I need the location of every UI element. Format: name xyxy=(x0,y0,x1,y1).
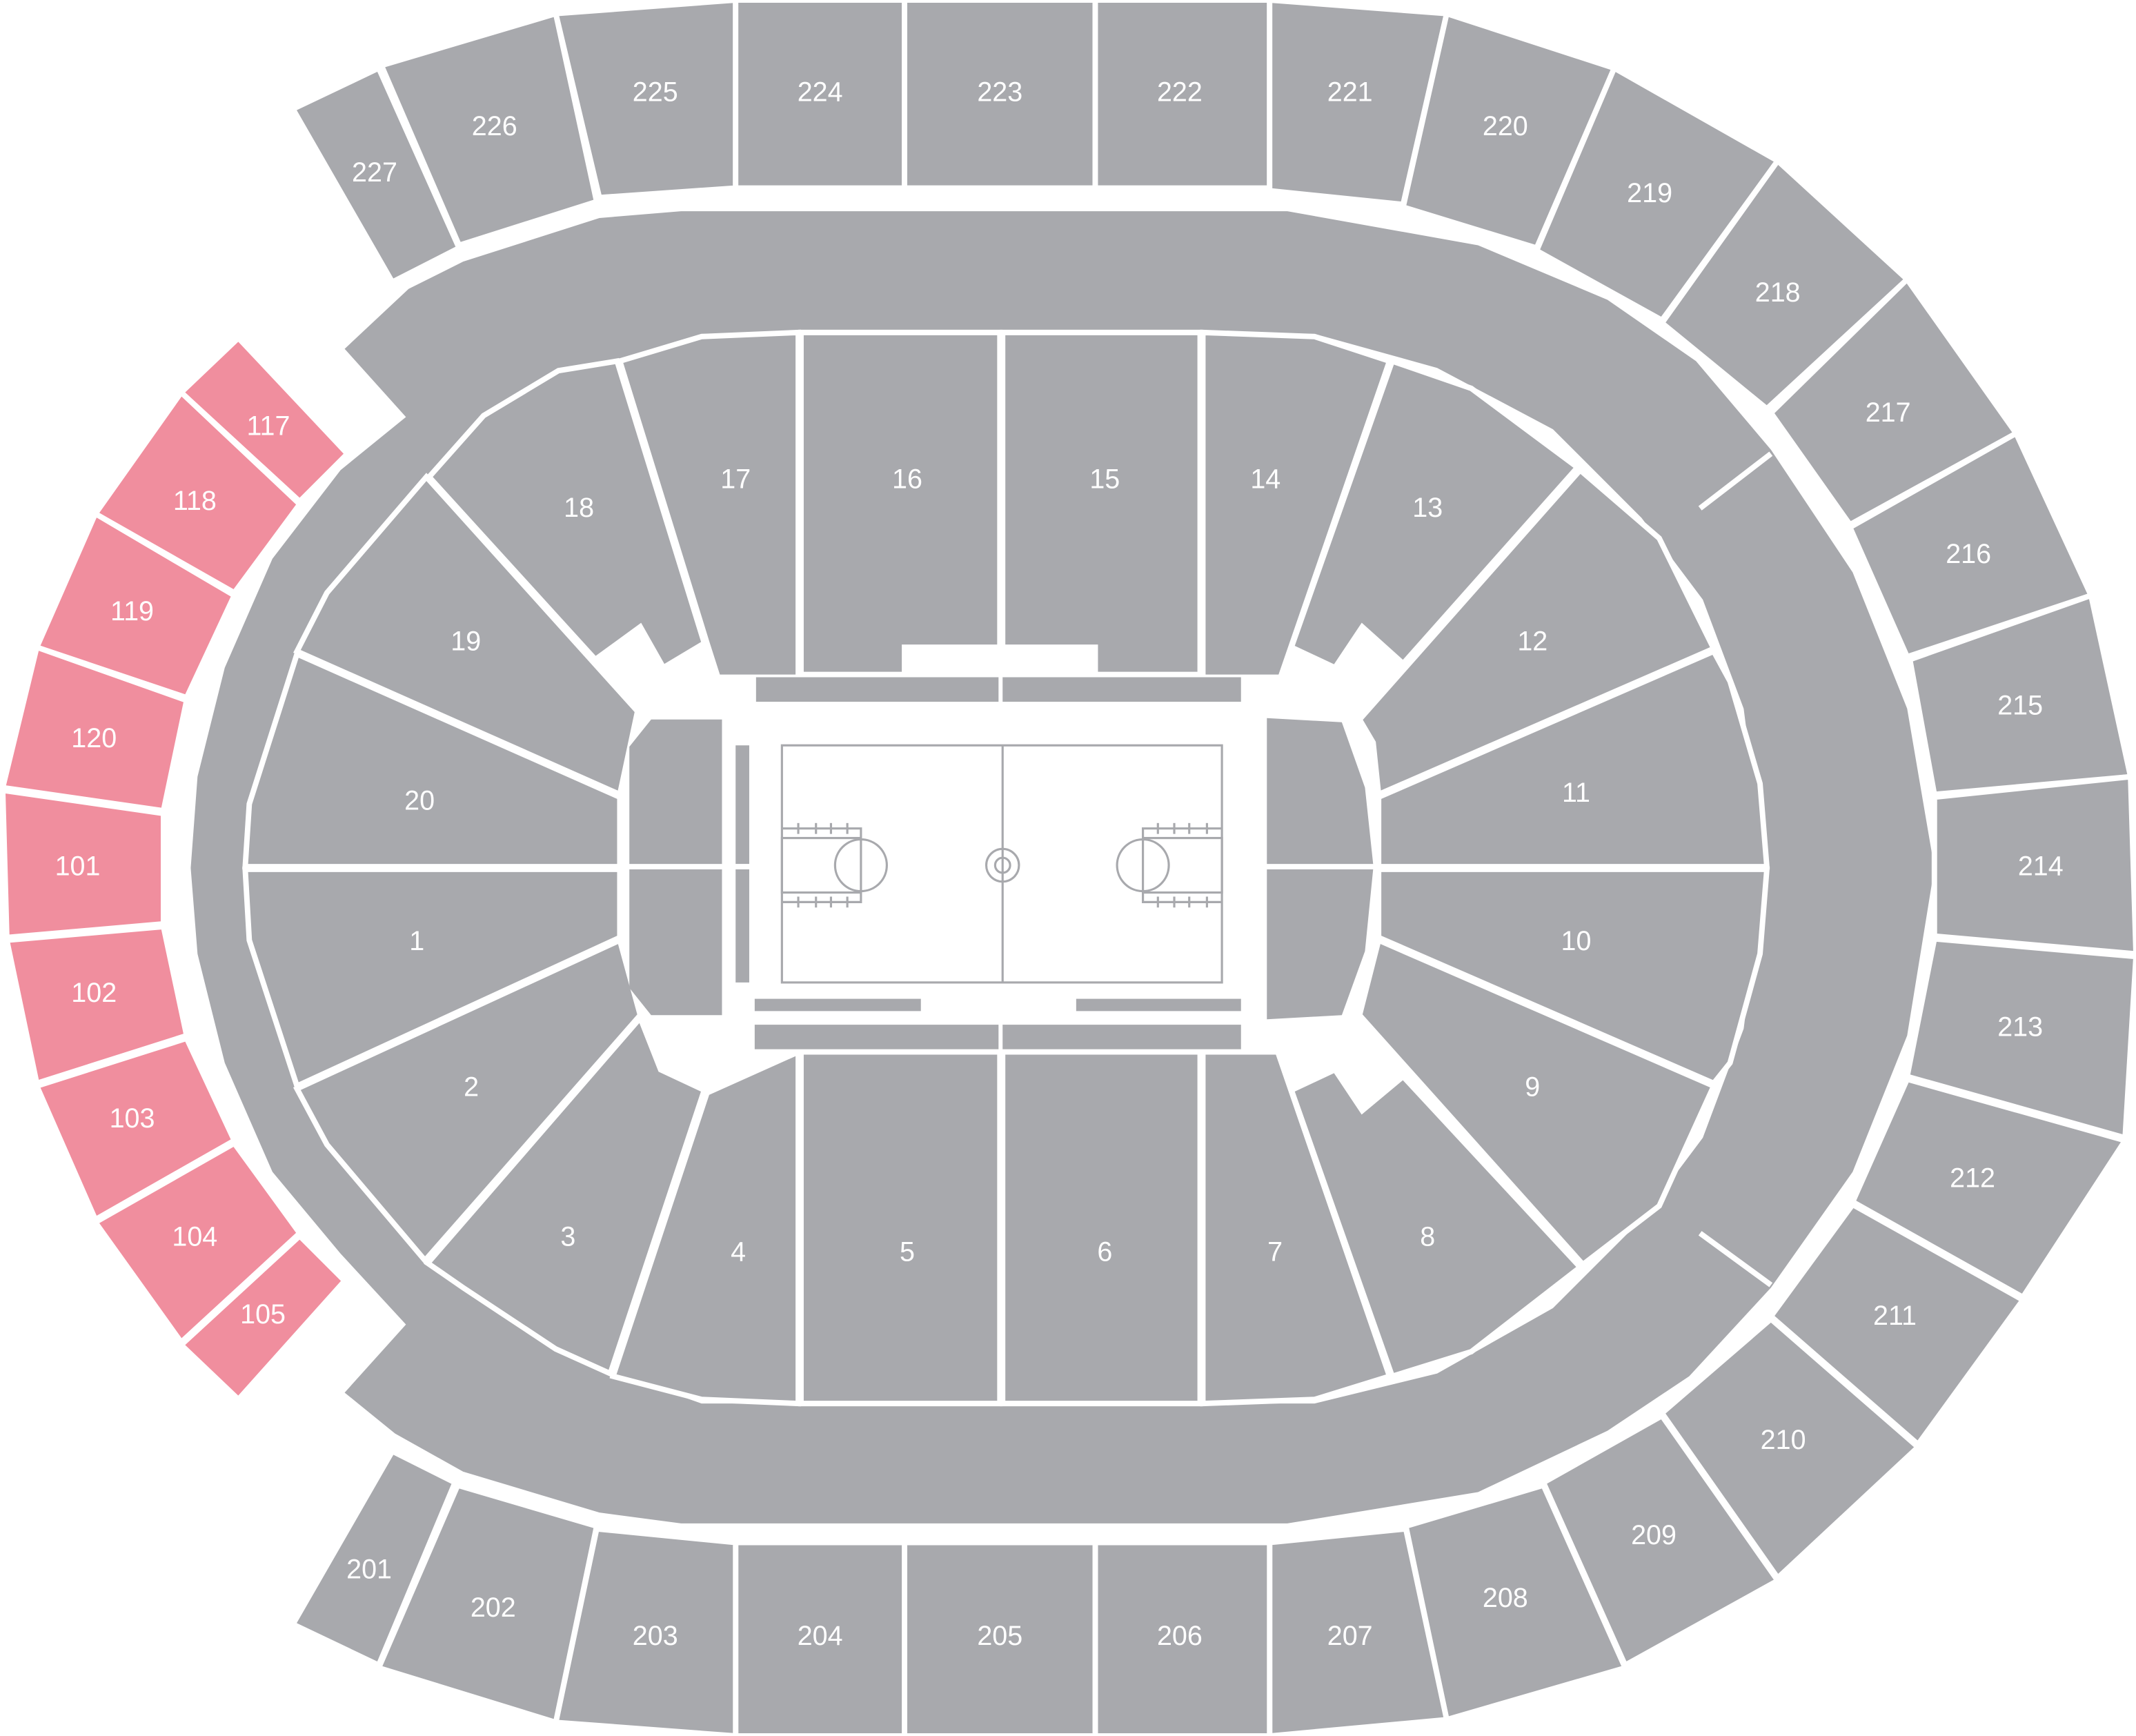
section-216[interactable] xyxy=(1846,429,2095,660)
section-218[interactable] xyxy=(1658,157,1912,413)
right-free-throw-circle xyxy=(1116,838,1170,893)
section-2[interactable] xyxy=(293,936,644,1265)
section-204[interactable] xyxy=(733,1539,908,1736)
concourse-divider-lower-right xyxy=(1698,1231,1773,1288)
center-circle-outer xyxy=(985,847,1020,883)
section-214[interactable] xyxy=(1931,773,2136,957)
floor-bottom-row-left[interactable] xyxy=(754,1025,999,1049)
floor-bottom-row-right[interactable] xyxy=(1002,1025,1241,1049)
left-free-throw-circle xyxy=(833,838,888,893)
section-206[interactable] xyxy=(1092,1539,1273,1736)
section-15[interactable] xyxy=(1000,329,1203,678)
section-5[interactable] xyxy=(798,1049,1003,1407)
section-8[interactable] xyxy=(1287,1066,1585,1380)
basketball-court xyxy=(780,744,1223,984)
section-9[interactable] xyxy=(1356,936,1718,1269)
left-lane-hash-marks xyxy=(797,822,849,908)
section-13[interactable] xyxy=(1287,357,1582,671)
right-lane-bottom xyxy=(1142,892,1223,903)
section-20[interactable] xyxy=(242,650,623,869)
left-key xyxy=(780,836,862,894)
right-key xyxy=(1142,836,1223,894)
section-101[interactable] xyxy=(0,787,166,941)
floor-top-left[interactable] xyxy=(755,677,999,702)
hundred-level-sections xyxy=(0,334,351,1403)
section-7[interactable] xyxy=(1200,1049,1394,1407)
section-223[interactable] xyxy=(902,0,1098,191)
floor-left-strip-lower[interactable] xyxy=(735,869,749,983)
floor-left-upper[interactable] xyxy=(629,719,722,865)
section-222[interactable] xyxy=(1092,0,1273,191)
floor-blocks xyxy=(629,677,1374,1049)
section-12[interactable] xyxy=(1356,466,1718,799)
concourse-ring xyxy=(190,211,1935,1523)
floor-bottom-right[interactable] xyxy=(1076,998,1241,1012)
lower-bowl-sections xyxy=(242,329,1770,1407)
section-205[interactable] xyxy=(902,1539,1098,1736)
left-lane-top xyxy=(782,827,862,838)
floor-top-right[interactable] xyxy=(1002,677,1241,702)
section-19[interactable] xyxy=(293,473,641,798)
floor-left-lower[interactable] xyxy=(629,869,722,1016)
floor-left-strip-upper[interactable] xyxy=(735,745,749,865)
center-circle-inner xyxy=(993,856,1011,874)
floor-right-upper[interactable] xyxy=(1267,718,1374,865)
section-3[interactable] xyxy=(424,1012,708,1378)
section-201[interactable] xyxy=(288,1448,459,1669)
section-6[interactable] xyxy=(1000,1049,1203,1407)
upper-level-sections xyxy=(288,0,2136,1736)
section-224[interactable] xyxy=(733,0,908,191)
section-226[interactable] xyxy=(377,10,600,249)
section-202[interactable] xyxy=(375,1481,600,1726)
section-105[interactable] xyxy=(177,1232,348,1403)
section-18[interactable] xyxy=(425,357,708,672)
section-16[interactable] xyxy=(798,329,1003,678)
right-lane-hash-marks xyxy=(1156,822,1208,908)
floor-bottom-left[interactable] xyxy=(754,998,921,1012)
concourse-divider-upper-right xyxy=(1698,451,1773,511)
left-lane-bottom xyxy=(782,892,862,903)
right-lane-top xyxy=(1142,827,1223,838)
floor-right-lower[interactable] xyxy=(1267,869,1374,1020)
